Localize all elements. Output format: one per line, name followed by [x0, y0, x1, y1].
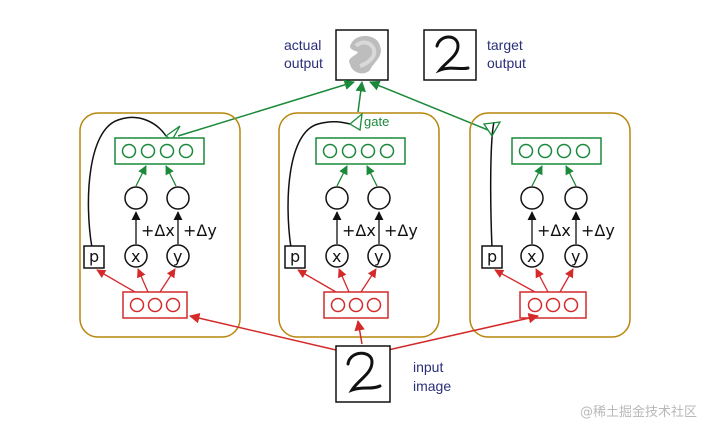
probability-unit-middle [284, 245, 306, 269]
gate-label: gate [364, 114, 389, 129]
delta-y-label: +Δy [581, 221, 615, 240]
capsule-box-right [469, 112, 631, 338]
x-label: x [527, 247, 536, 266]
delta-x-label: +Δx [342, 221, 376, 240]
input-image-label-line1: input [413, 359, 443, 375]
p-label: p [487, 247, 497, 266]
actual-output-label-line2: output [284, 55, 323, 71]
y-label: y [374, 247, 383, 266]
delta-x-label: +Δx [537, 221, 571, 240]
hidden-unit-y-left [166, 186, 190, 210]
x-unit-left [124, 244, 148, 268]
output-layer-left [114, 137, 205, 165]
p-label: p [290, 247, 300, 266]
watermark: @稀土掘金技术社区 [580, 404, 697, 420]
capsule-right: +Δx +Δy p x y [481, 121, 615, 319]
target-output-image [423, 29, 477, 81]
probability-unit-left [83, 245, 105, 269]
input-image [335, 345, 391, 403]
capsule-box-middle [278, 112, 440, 338]
p-label: p [89, 247, 99, 266]
probability-unit-right [481, 245, 503, 269]
delta-x-label: +Δx [141, 221, 175, 240]
recognition-layer-right [519, 291, 587, 319]
target-output-label-line2: output [487, 55, 526, 71]
y-label: y [173, 247, 182, 266]
capsule-left: +Δx +Δy p x y [83, 116, 217, 319]
actual-output-image [335, 29, 389, 81]
delta-y-label: +Δy [183, 221, 217, 240]
capsule-middle: gate +Δx +Δy p x y [284, 112, 418, 319]
y-label: y [571, 247, 580, 266]
output-connections [177, 79, 489, 137]
delta-y-label: +Δy [384, 221, 418, 240]
actual-output-label-line1: actual [284, 37, 321, 53]
recognition-layer-middle [323, 291, 389, 319]
x-label: x [332, 247, 341, 266]
recognition-layer-left [122, 291, 188, 319]
input-connections [188, 312, 540, 351]
hidden-unit-x-left [124, 186, 148, 210]
y-unit-left [166, 244, 190, 268]
target-output-label-line1: target [487, 37, 523, 53]
capsule-box-left [79, 112, 241, 338]
output-layer-right [511, 137, 602, 165]
input-image-label-line2: image [413, 378, 451, 394]
output-layer-middle [315, 137, 406, 165]
x-label: x [131, 247, 140, 266]
